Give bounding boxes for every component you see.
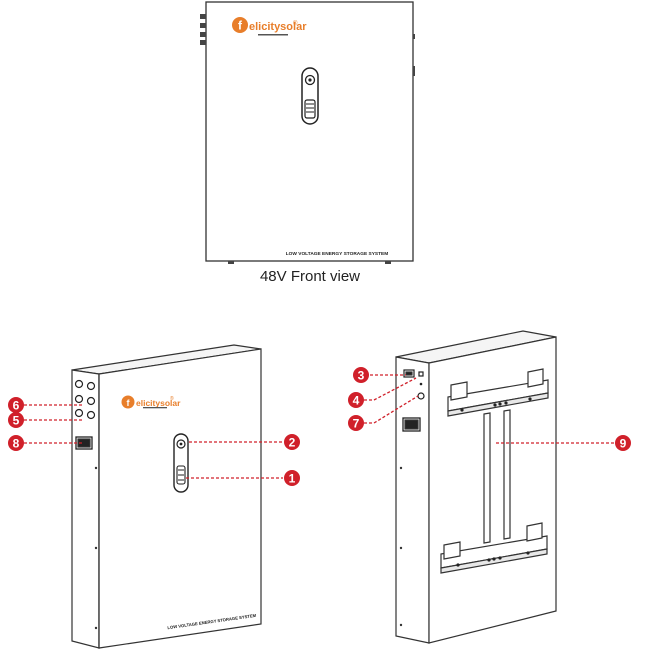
brand-logo-initial: f: [238, 19, 243, 33]
svg-text:1: 1: [289, 472, 296, 486]
callout-badge-3: 3: [353, 367, 369, 383]
svg-text:7: 7: [353, 417, 360, 431]
brand-logo-text: elicitysolar: [249, 21, 307, 33]
svg-text:6: 6: [13, 399, 20, 413]
front-soc-indicator: [304, 99, 316, 119]
callout-badge-2: 2: [284, 434, 300, 450]
callout-badge-7: 7: [348, 415, 364, 431]
iso-brand-logo-icon: [121, 395, 135, 409]
brand-logo-icon: [232, 17, 248, 33]
callout-badge-6: 6: [8, 397, 24, 413]
iso-brand-registered-mark: ®: [170, 395, 174, 402]
callout-badge-9: 9: [615, 435, 631, 451]
callout-leaders: [24, 374, 614, 479]
svg-text:8: 8: [13, 437, 20, 451]
front-panel-label: LOW VOLTAGE ENERGY STORAGE SYSTEM: [286, 251, 389, 257]
callout-badge-1: 1: [284, 470, 300, 486]
svg-text:3: 3: [358, 369, 365, 383]
front-side-terminals: [200, 14, 206, 45]
iso-front-unit: [71, 344, 262, 649]
brand-registered-mark: ®: [293, 20, 298, 27]
callout-badge-5: 5: [8, 412, 24, 428]
wall-mount-bracket: [440, 368, 549, 574]
svg-text:2: 2: [289, 436, 296, 450]
front-view-caption: 48V Front view: [259, 268, 361, 285]
svg-text:4: 4: [353, 394, 360, 408]
callout-badge-8: 8: [8, 435, 24, 451]
front-cabinet: [205, 1, 414, 262]
iso-brand-logo-text: elicitysolar: [136, 398, 181, 408]
svg-text:9: 9: [620, 437, 627, 451]
iso-brand-logo-initial: f: [127, 398, 131, 408]
svg-text:5: 5: [13, 414, 20, 428]
callout-badges: 1 2 3 4 5 6 7 8: [8, 367, 631, 486]
front-view-unit: f elicitysolar ® LOW VOLTAGE ENERGY STOR…: [200, 1, 415, 264]
callout-badge-4: 4: [348, 392, 364, 408]
